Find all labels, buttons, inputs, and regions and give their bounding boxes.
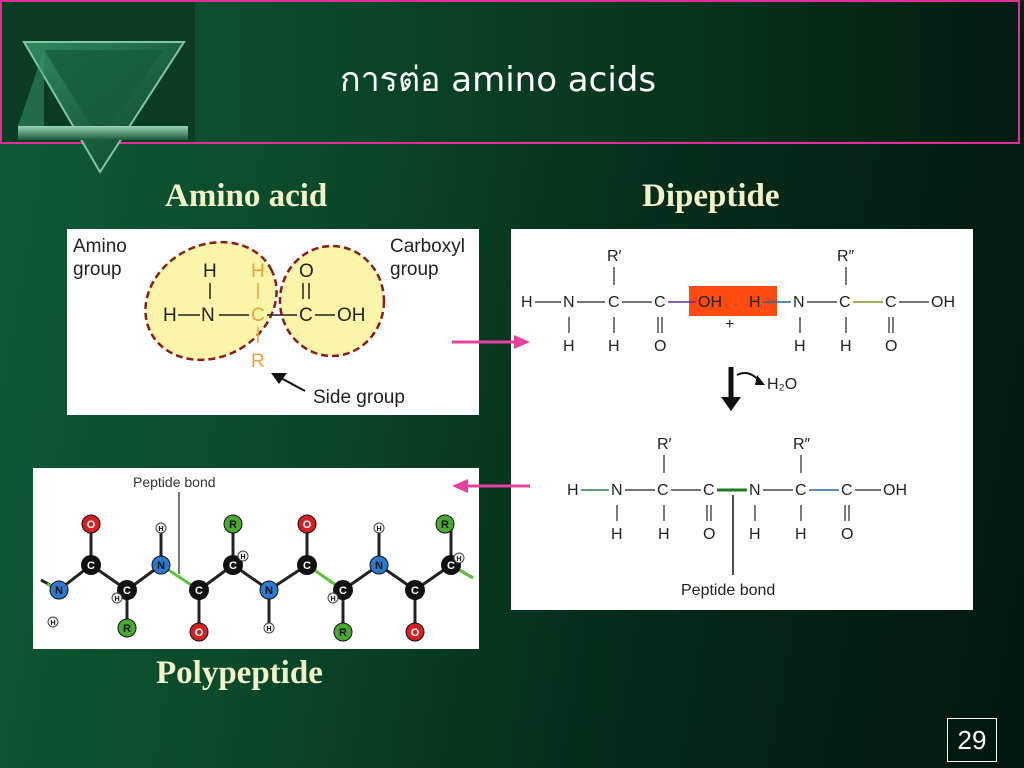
- arrow-to-dipeptide-icon: [452, 335, 530, 349]
- polypeptide-label: Polypeptide: [156, 655, 323, 691]
- svg-text:C: C: [608, 294, 620, 311]
- svg-text:O: O: [303, 519, 312, 531]
- atom-h-left: H: [163, 305, 177, 326]
- triangle-logo-icon: [18, 41, 188, 174]
- svg-text:H: H: [794, 338, 806, 355]
- svg-text:H: H: [456, 556, 461, 563]
- atom-c-alpha: C: [251, 305, 265, 326]
- svg-text:OH: OH: [883, 482, 907, 499]
- dp-r2-bottom: R″: [793, 436, 811, 453]
- svg-text:N: N: [375, 560, 383, 572]
- amino-group-label-1: Amino: [73, 236, 127, 257]
- amino-acid-diagram: Amino group Carboxyl group H H N H C R O…: [67, 229, 479, 415]
- svg-text:H: H: [749, 526, 761, 543]
- carboxyl-group-oval: [278, 244, 386, 358]
- svg-text:O: O: [841, 526, 853, 543]
- amino-group-oval: [144, 240, 278, 362]
- svg-text:C: C: [87, 560, 95, 572]
- pp-peptide-bond-label: Peptide bond: [133, 474, 216, 490]
- side-group-label: Side group: [313, 387, 405, 408]
- dp-plus: +: [725, 316, 734, 333]
- svg-text:C: C: [657, 482, 669, 499]
- svg-text:N: N: [265, 585, 273, 597]
- svg-text:H: H: [114, 596, 119, 603]
- svg-text:O: O: [87, 519, 96, 531]
- svg-text:C: C: [795, 482, 807, 499]
- dp-r1-bottom: R′: [657, 436, 672, 453]
- svg-text:OH: OH: [698, 294, 722, 311]
- amino-acid-label: Amino acid: [165, 178, 328, 214]
- atom-n: N: [201, 305, 215, 326]
- svg-text:H: H: [266, 626, 271, 633]
- page-number: 29: [947, 718, 997, 762]
- dp-r2-top: R″: [837, 248, 855, 265]
- svg-text:H: H: [795, 526, 807, 543]
- condensation-highlight: [689, 286, 777, 316]
- svg-text:R: R: [123, 623, 131, 635]
- svg-text:C: C: [841, 482, 853, 499]
- svg-text:N: N: [563, 294, 575, 311]
- svg-text:C: C: [195, 585, 203, 597]
- slide-title: การต่อ amino acids: [340, 60, 657, 100]
- atom-h-top: H: [203, 261, 217, 282]
- reaction-arrow-icon: [721, 367, 765, 411]
- atom-r: R: [251, 351, 265, 372]
- polypeptide-diagram: Peptide bond: [33, 468, 479, 649]
- svg-text:C: C: [885, 294, 897, 311]
- svg-text:H: H: [611, 526, 623, 543]
- svg-text:R: R: [229, 519, 237, 531]
- svg-text:R: R: [441, 519, 449, 531]
- svg-text:O: O: [654, 338, 666, 355]
- water-label: H₂O: [767, 376, 797, 393]
- svg-text:H: H: [240, 554, 245, 561]
- svg-text:H: H: [50, 620, 55, 627]
- svg-text:O: O: [411, 627, 420, 639]
- svg-text:H: H: [749, 294, 761, 311]
- arrow-to-polypeptide-icon: [452, 479, 530, 493]
- svg-text:H: H: [330, 596, 335, 603]
- svg-text:H: H: [158, 526, 163, 533]
- atom-o-top: O: [299, 261, 314, 282]
- svg-text:O: O: [703, 526, 715, 543]
- svg-text:H: H: [567, 482, 579, 499]
- svg-text:OH: OH: [931, 294, 955, 311]
- svg-text:O: O: [195, 627, 204, 639]
- svg-text:O: O: [885, 338, 897, 355]
- slide-header: [0, 0, 1020, 144]
- amino-group-label-2: group: [73, 259, 122, 280]
- svg-text:C: C: [839, 294, 851, 311]
- svg-text:C: C: [123, 585, 131, 597]
- svg-text:H: H: [563, 338, 575, 355]
- svg-text:C: C: [447, 560, 455, 572]
- svg-text:H: H: [521, 294, 533, 311]
- svg-text:C: C: [411, 585, 419, 597]
- dipeptide-label: Dipeptide: [642, 178, 780, 214]
- svg-text:H: H: [608, 338, 620, 355]
- svg-text:H: H: [658, 526, 670, 543]
- svg-text:N: N: [793, 294, 805, 311]
- carboxyl-group-label-1: Carboxyl: [390, 236, 465, 257]
- svg-text:R: R: [339, 627, 347, 639]
- svg-text:N: N: [157, 560, 165, 572]
- svg-text:H: H: [840, 338, 852, 355]
- carboxyl-group-label-2: group: [390, 259, 439, 280]
- svg-text:H: H: [376, 526, 381, 533]
- atom-h-alpha: H: [251, 261, 265, 282]
- svg-text:N: N: [611, 482, 623, 499]
- svg-text:C: C: [303, 560, 311, 572]
- dipeptide-diagram: R′ R″ H N C C OH H N C C OH + H H O H H: [511, 229, 973, 610]
- svg-text:C: C: [339, 585, 347, 597]
- dp-peptide-bond-label: Peptide bond: [681, 582, 775, 599]
- svg-text:N: N: [55, 585, 63, 597]
- dp-r1-top: R′: [607, 248, 622, 265]
- svg-text:C: C: [229, 560, 237, 572]
- atom-oh: OH: [337, 305, 366, 326]
- atom-c-carboxyl: C: [299, 305, 313, 326]
- svg-text:C: C: [703, 482, 715, 499]
- svg-text:C: C: [654, 294, 666, 311]
- svg-text:N: N: [749, 482, 761, 499]
